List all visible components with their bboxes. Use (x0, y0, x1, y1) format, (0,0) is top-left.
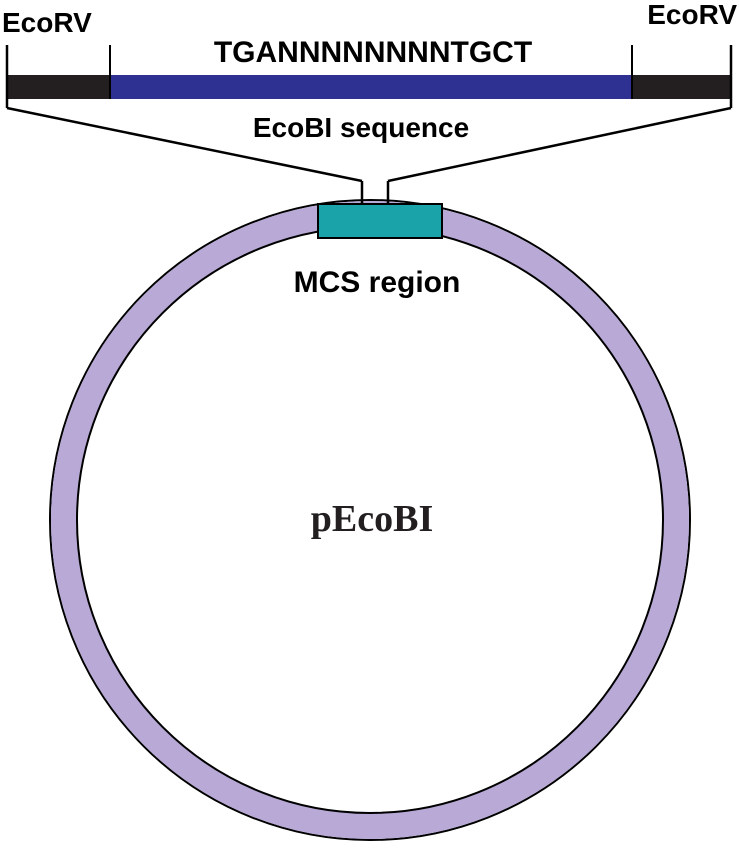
plasmid-name-label: pEcoBI (311, 498, 433, 540)
ring-outer-edge (49, 199, 691, 841)
ecorv-label-right: EcoRV (647, 0, 737, 30)
ecorv-flank-right (632, 75, 731, 99)
ecorv-label-left: EcoRV (2, 7, 92, 38)
ecobi-sequence-label: EcoBI sequence (253, 112, 469, 143)
ecorv-flank-left (7, 75, 110, 99)
insert-bar (5, 45, 733, 108)
ecobi-sequence-segment (110, 75, 632, 99)
sequence-label: TGANNNNNNNNTGCT (214, 36, 532, 69)
mcs-region-label: MCS region (294, 266, 461, 299)
expansion-line-left (6, 106, 363, 183)
expansion-line-right (387, 106, 732, 183)
mcs-region-box (317, 203, 443, 239)
